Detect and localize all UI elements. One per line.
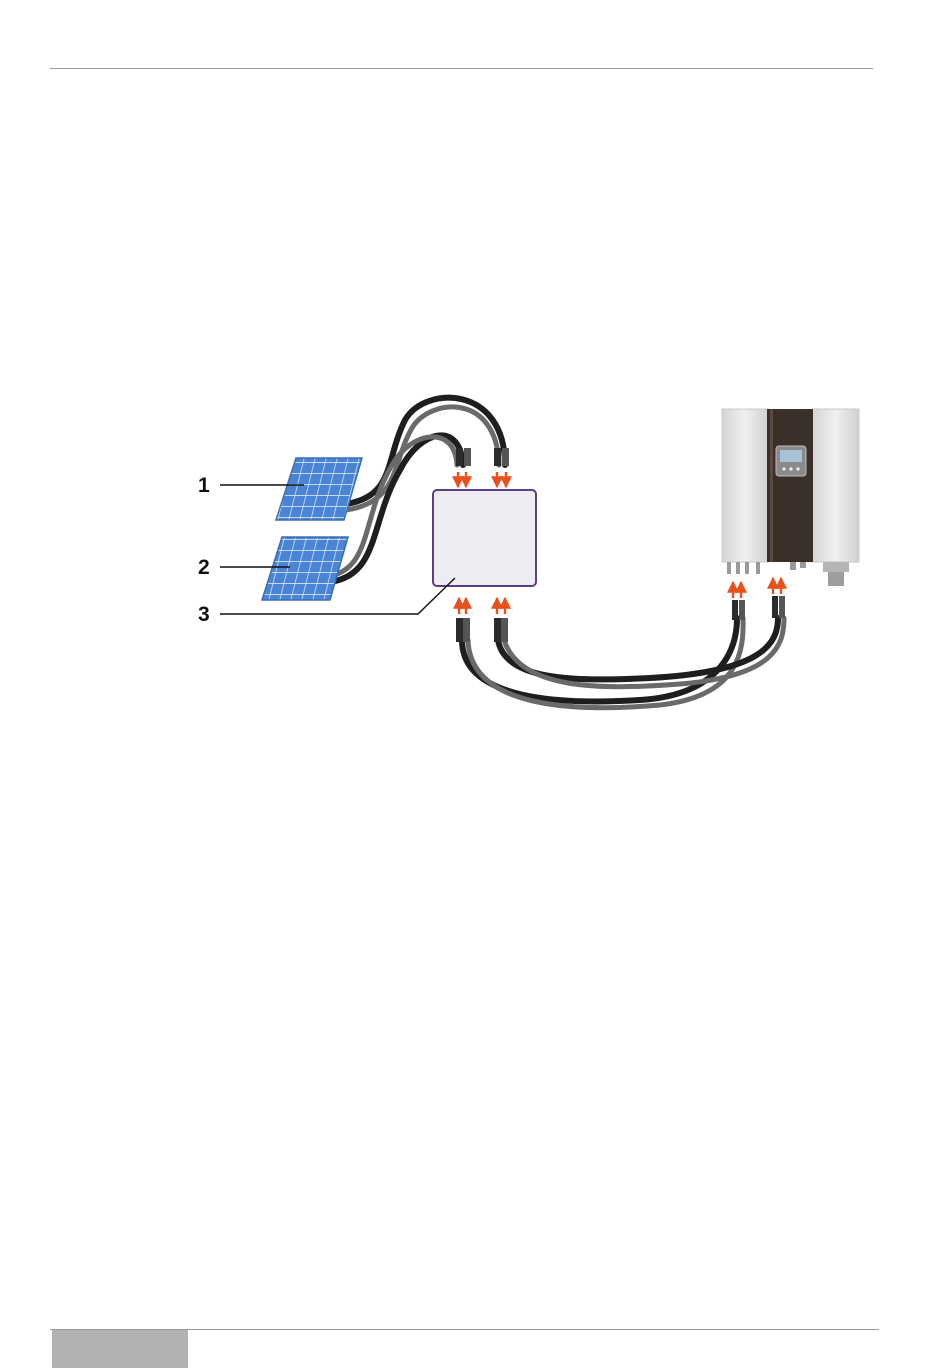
connector	[463, 618, 470, 642]
connector	[779, 596, 785, 618]
connector	[456, 448, 463, 466]
connector	[732, 600, 738, 620]
lower-cables	[462, 618, 784, 708]
connector	[494, 618, 501, 642]
inverter-ac-connector	[823, 562, 849, 572]
callout-label-1: 1	[198, 475, 210, 496]
junction-box	[433, 490, 536, 586]
footer-tab	[52, 1330, 188, 1368]
connector	[456, 618, 463, 642]
connector	[772, 596, 778, 618]
callout-label-2: 2	[198, 557, 210, 578]
connectors-inverter	[732, 596, 785, 620]
solar-panel-2	[262, 537, 348, 600]
connector	[501, 618, 508, 642]
callout-label-3: 3	[198, 604, 210, 625]
inverter-front-panel	[767, 409, 813, 562]
connector	[494, 448, 501, 466]
connector	[464, 448, 471, 466]
inverter	[722, 409, 859, 586]
connector	[739, 600, 745, 620]
connector	[502, 448, 509, 466]
connectors-box-bottom	[456, 618, 508, 642]
